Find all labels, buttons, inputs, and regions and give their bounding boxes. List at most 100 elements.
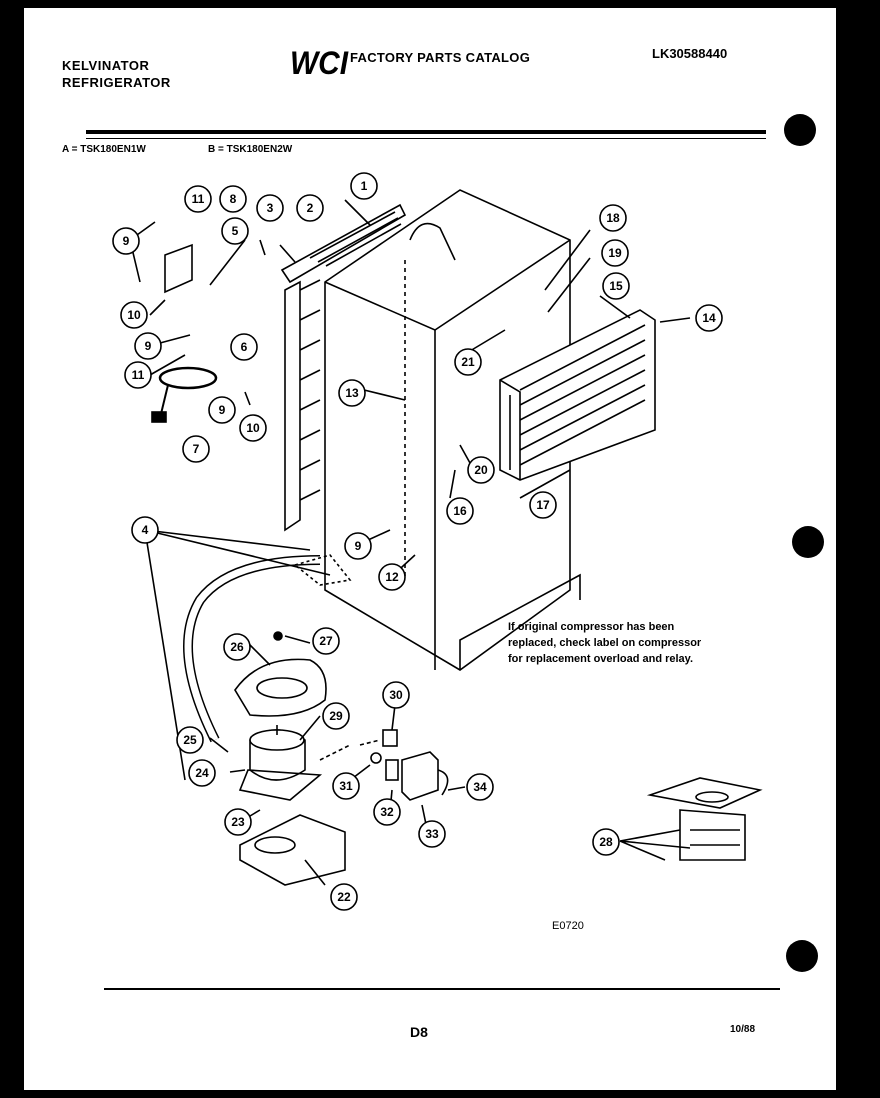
- svg-text:20: 20: [474, 463, 488, 477]
- callout-2: 2: [296, 194, 324, 222]
- svg-text:13: 13: [345, 386, 359, 400]
- callout-26: 26: [223, 633, 251, 661]
- svg-text:10: 10: [127, 308, 141, 322]
- callout-9-b: 9: [134, 332, 162, 360]
- svg-text:12: 12: [385, 570, 399, 584]
- callout-5: 5: [221, 217, 249, 245]
- callout-4: 4: [131, 516, 159, 544]
- svg-text:22: 22: [337, 890, 351, 904]
- svg-text:3: 3: [267, 201, 274, 215]
- binder-hole-middle: [792, 526, 824, 558]
- header-rule-thin: [86, 138, 766, 139]
- svg-text:1: 1: [361, 179, 368, 193]
- svg-text:17: 17: [536, 498, 550, 512]
- exploded-parts-diagram: 1 2 3 4 5 6 7 8 9 10 11 12 13 14 15 16 1…: [112, 172, 763, 911]
- svg-text:5: 5: [232, 224, 239, 238]
- callout-28: 28: [592, 828, 620, 856]
- callout-31: 31: [332, 772, 360, 800]
- svg-text:9: 9: [219, 403, 226, 417]
- cabinet-outline: [324, 189, 571, 671]
- callout-6: 6: [230, 333, 258, 361]
- catalog-title: FACTORY PARTS CATALOG: [350, 50, 531, 65]
- callout-11: 11: [184, 185, 212, 213]
- power-cord-coil: [158, 366, 218, 390]
- callout-20: 20: [467, 456, 495, 484]
- callout-34: 34: [466, 773, 494, 801]
- svg-text:10: 10: [246, 421, 260, 435]
- drain-pan: [234, 658, 327, 717]
- callout-14: 14: [695, 304, 723, 332]
- compressor: [238, 725, 323, 801]
- svg-text:21: 21: [461, 355, 475, 369]
- callout-9-d: 9: [344, 532, 372, 560]
- svg-text:27: 27: [319, 634, 333, 648]
- footer-rule: [104, 988, 780, 990]
- svg-text:29: 29: [329, 709, 343, 723]
- callout-21: 21: [454, 348, 482, 376]
- callout-18: 18: [599, 204, 627, 232]
- figure-id: E0720: [552, 920, 584, 932]
- callout-23: 23: [224, 808, 252, 836]
- svg-text:6: 6: [241, 340, 248, 354]
- model-a: A = TSK180EN1W: [62, 144, 146, 155]
- callout-7: 7: [182, 435, 210, 463]
- svg-text:23: 23: [231, 815, 245, 829]
- callout-25: 25: [176, 726, 204, 754]
- svg-text:33: 33: [425, 827, 439, 841]
- wci-logo-text: WCI: [290, 45, 349, 80]
- svg-text:4: 4: [142, 523, 149, 537]
- wci-logo: WCI: [290, 45, 349, 80]
- svg-text:7: 7: [193, 442, 200, 456]
- page-number: D8: [410, 1024, 428, 1040]
- svg-text:32: 32: [380, 805, 394, 819]
- callout-32: 32: [373, 798, 401, 826]
- callout-13: 13: [338, 379, 366, 407]
- hose-inner: [184, 556, 321, 742]
- condenser-coil: [280, 203, 407, 532]
- callout-27: 27: [312, 627, 340, 655]
- callout-11-b: 11: [124, 361, 152, 389]
- callout-33: 33: [418, 820, 446, 848]
- product-type: REFRIGERATOR: [62, 75, 171, 90]
- diagram-linework: [129, 189, 763, 886]
- callout-17: 17: [529, 491, 557, 519]
- callout-22: 22: [330, 883, 358, 911]
- svg-text:28: 28: [599, 835, 613, 849]
- callout-29: 29: [322, 702, 350, 730]
- callout-9: 9: [112, 227, 140, 255]
- replacement-compressor-inset: [646, 777, 763, 861]
- svg-text:34: 34: [473, 780, 487, 794]
- svg-text:9: 9: [355, 539, 362, 553]
- revision-date: 10/88: [730, 1024, 756, 1035]
- callout-9-c: 9: [208, 396, 236, 424]
- bracket: [164, 243, 193, 294]
- svg-text:11: 11: [132, 368, 145, 382]
- callout-15: 15: [602, 272, 630, 300]
- svg-text:25: 25: [183, 733, 197, 747]
- svg-text:16: 16: [453, 504, 467, 518]
- drain-tube: [409, 222, 456, 261]
- callout-12: 12: [378, 563, 406, 591]
- svg-text:14: 14: [702, 311, 716, 325]
- svg-text:2: 2: [307, 201, 314, 215]
- compressor-replacement-note: If original compressor has been replaced…: [508, 621, 702, 665]
- svg-text:30: 30: [389, 688, 403, 702]
- svg-text:24: 24: [195, 766, 209, 780]
- svg-text:11: 11: [192, 192, 205, 206]
- model-b: B = TSK180EN2W: [208, 144, 293, 155]
- callout-1: 1: [350, 172, 378, 200]
- svg-text:9: 9: [145, 339, 152, 353]
- svg-text:15: 15: [609, 279, 623, 293]
- callout-10: 10: [120, 301, 148, 329]
- binder-hole-bottom: [786, 940, 818, 972]
- svg-text:31: 31: [339, 779, 353, 793]
- svg-text:8: 8: [230, 192, 237, 206]
- brand-name: KELVINATOR: [62, 58, 150, 73]
- callout-3: 3: [256, 194, 284, 222]
- catalog-code: LK30588440: [652, 46, 728, 61]
- compressor-base: [239, 814, 346, 886]
- header-rule-thick: [86, 130, 766, 134]
- callout-24: 24: [188, 759, 216, 787]
- svg-text:18: 18: [606, 211, 620, 225]
- callout-10-b: 10: [239, 414, 267, 442]
